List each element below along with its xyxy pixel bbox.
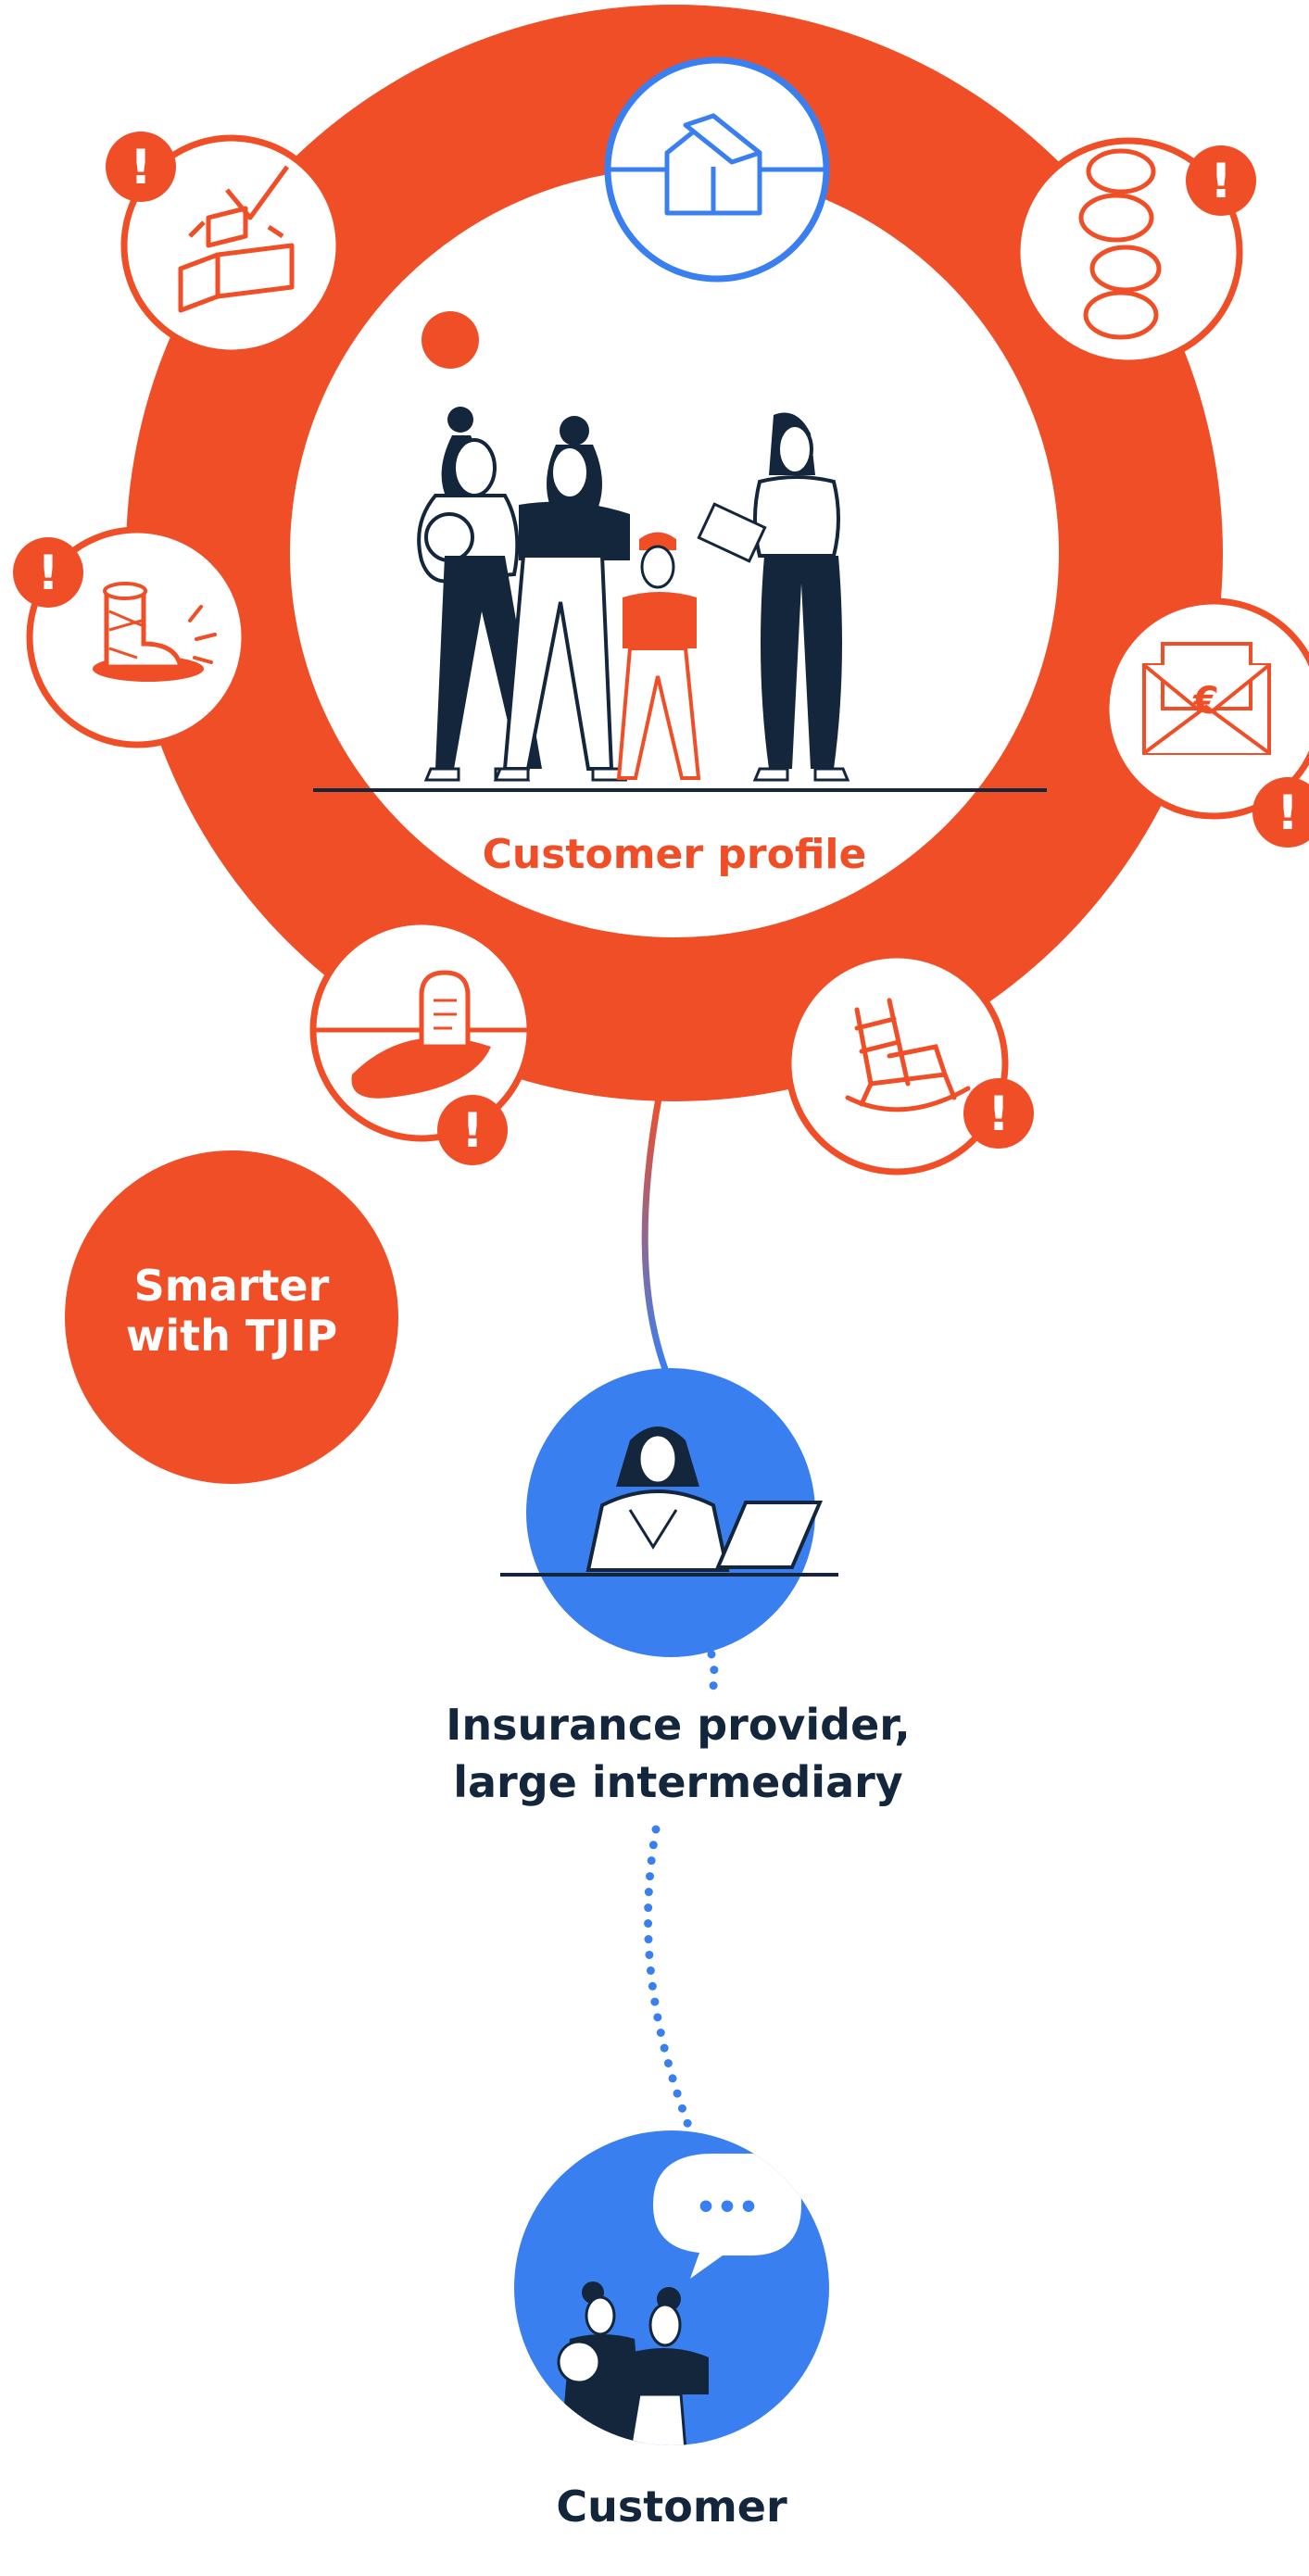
alert-mark: ! [988, 1087, 1010, 1142]
insurance-provider-node[interactable] [500, 1368, 838, 1657]
alert-badge [437, 1095, 508, 1165]
provider-label-line1: Insurance provider, [446, 1700, 910, 1750]
advisor-woman-figure [697, 412, 850, 782]
envelope-euro-icon [1142, 642, 1271, 755]
alert-mark: ! [1210, 154, 1232, 209]
customer-profile-label: Customer profile [483, 831, 867, 878]
dotted-connector-upper [707, 1650, 719, 1700]
family-illustration [313, 407, 1047, 792]
customer-profile-inner-disc [290, 169, 1059, 937]
alert-badge [13, 537, 83, 608]
child-figure [616, 532, 701, 780]
falling-blocks-icon [178, 165, 295, 313]
alert-mark: ! [461, 1103, 484, 1159]
speech-dots: ••• [695, 2189, 759, 2227]
alert-mark: ! [1277, 785, 1299, 841]
injured-leg-icon [93, 582, 217, 682]
tjip-line2: with TJIP [126, 1311, 337, 1361]
house-icon [664, 113, 762, 216]
woman-middle-figure [493, 416, 630, 782]
coins-icon [1078, 148, 1162, 340]
provider-label-line2: large intermediary [453, 1757, 903, 1807]
alert-badge [963, 1078, 1034, 1149]
gravestone-node[interactable]: ! [309, 918, 534, 1165]
customer-label: Customer [556, 2482, 787, 2532]
customer-node[interactable]: ••• [514, 2130, 829, 2450]
decorative-dot [422, 311, 479, 369]
alert-badge [106, 132, 176, 202]
coins-node[interactable]: ! [1013, 137, 1256, 367]
dotted-connector-lower [644, 1825, 695, 2135]
advisor-laptop-illustration [500, 1426, 838, 1577]
euro-symbol: € [1192, 680, 1219, 723]
gravestone-icon [351, 970, 491, 1099]
falling-blocks-node[interactable]: ! [106, 132, 343, 357]
rocking-chair-icon [845, 998, 971, 1112]
tjip-badge: Smarter with TJIP [65, 1150, 398, 1484]
rocking-chair-node[interactable]: ! [785, 951, 1034, 1175]
house-node[interactable] [604, 57, 830, 283]
speech-bubble-icon [653, 2154, 801, 2279]
alert-badge [1186, 145, 1256, 216]
alert-badge [1252, 777, 1309, 848]
tjip-line1: Smarter [134, 1261, 330, 1311]
connector-line [641, 1092, 669, 1371]
injured-leg-node[interactable]: ! [13, 526, 248, 748]
alert-mark: ! [37, 546, 59, 601]
envelope-node[interactable]: € ! [1102, 597, 1309, 848]
alert-mark: ! [130, 140, 152, 195]
